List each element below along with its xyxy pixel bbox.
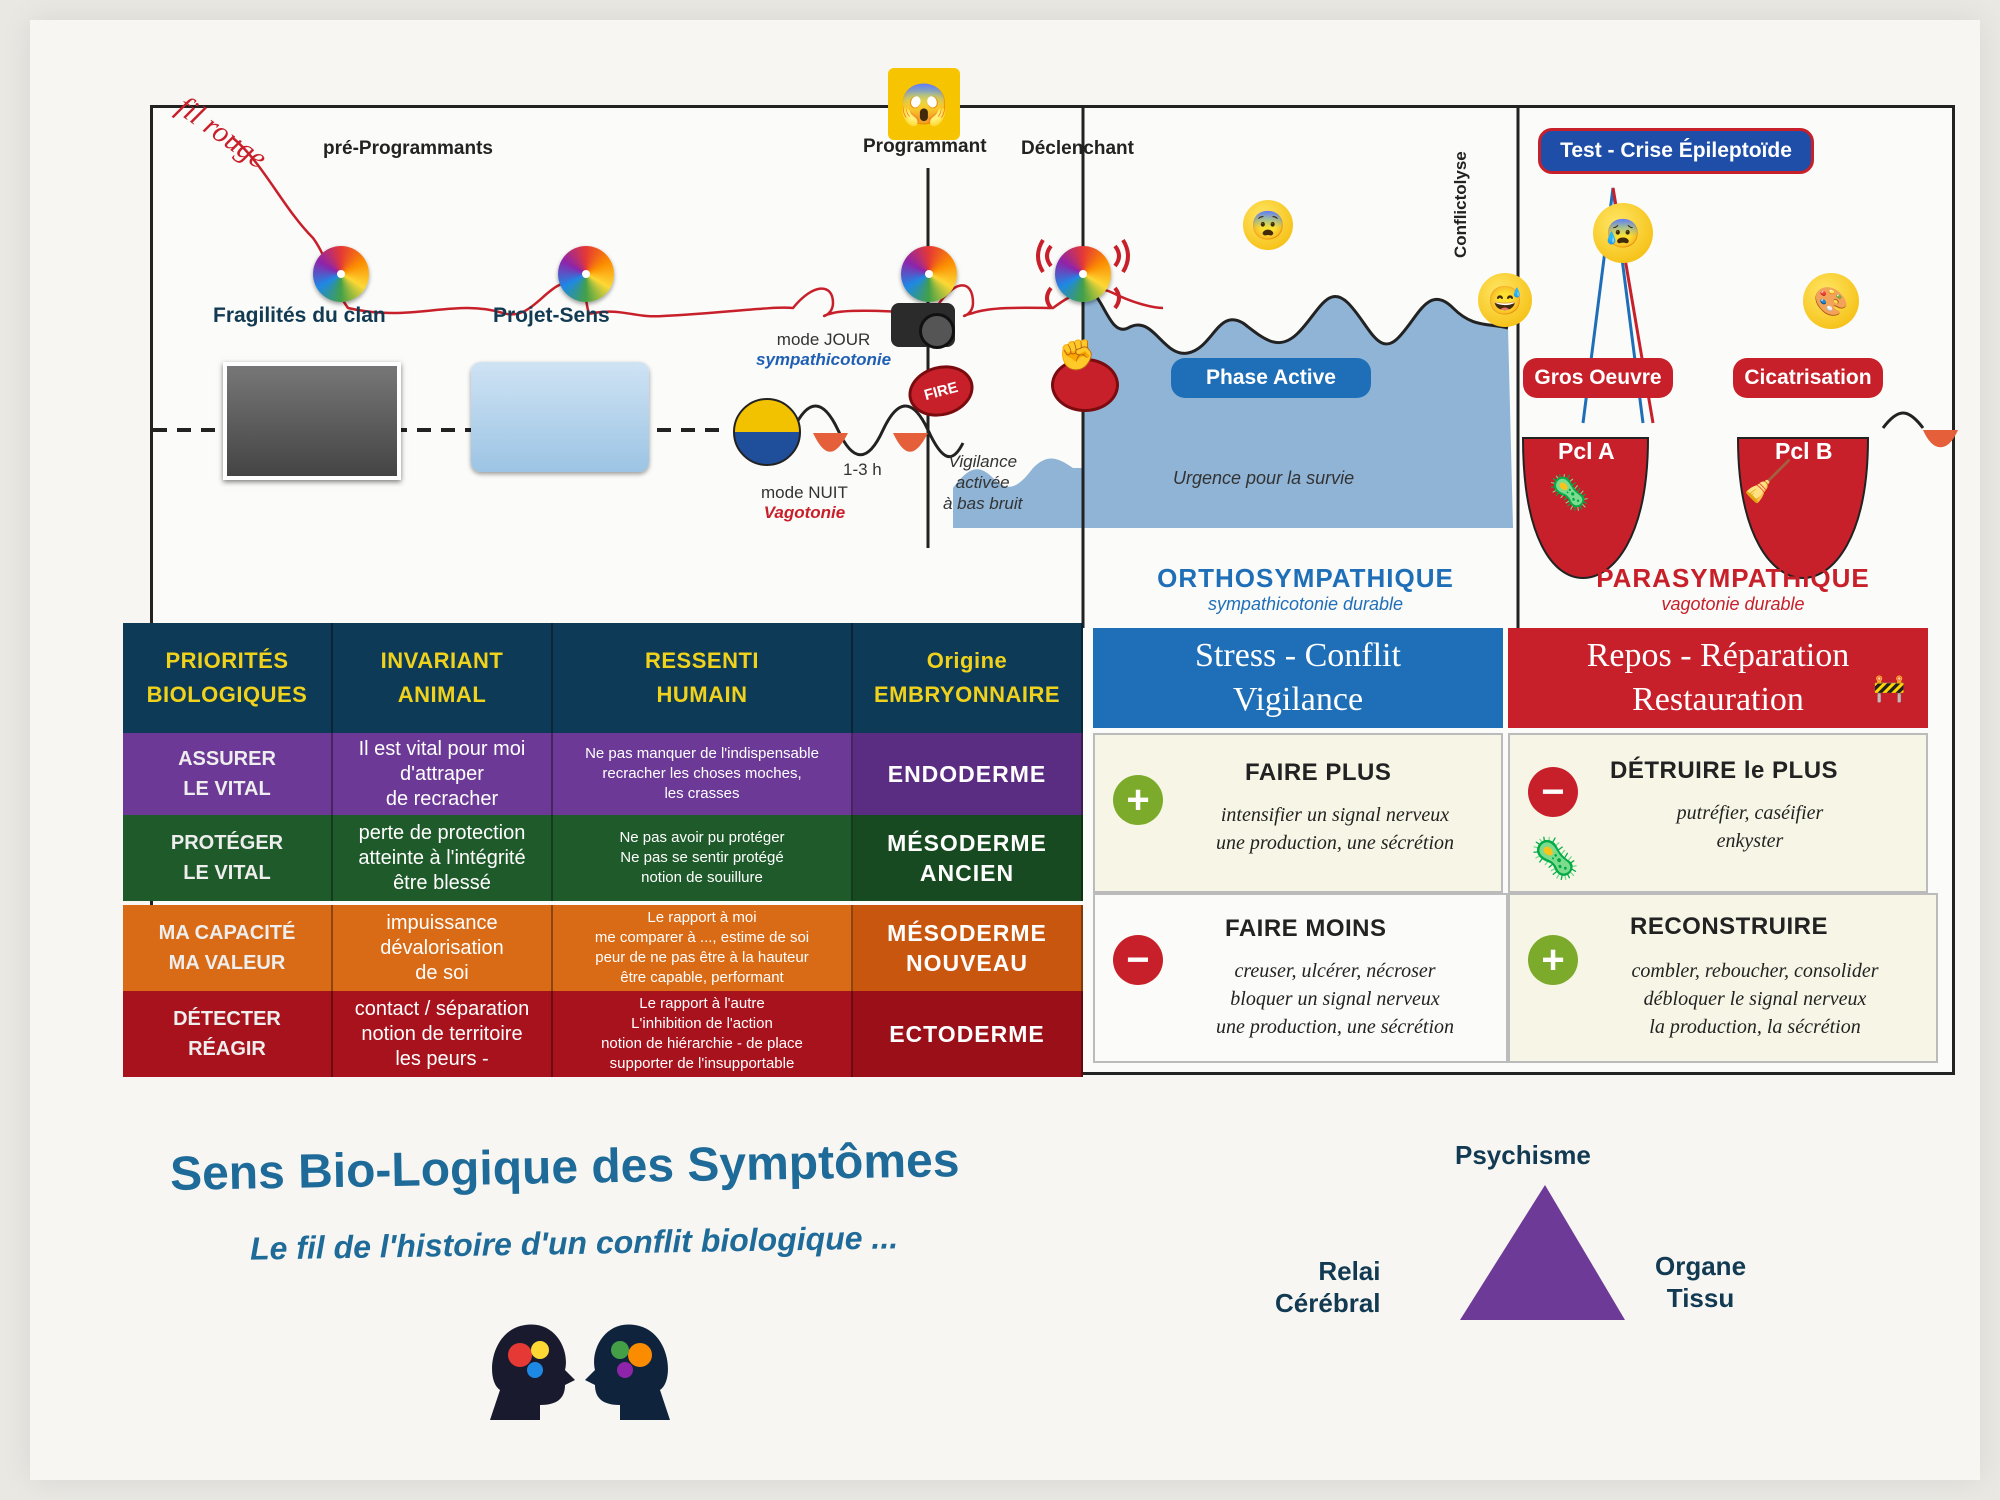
label-mode-jour: mode JOUR sympathicotonie [756,330,892,369]
sweeper-icon: 🧹 [1743,460,1793,504]
stress-banner: Stress - Conflit Vigilance [1093,628,1503,728]
header-invariant: INVARIANT ANIMAL [333,623,553,733]
detruire-title: DÉTRUIRE le PLUS [1610,757,1839,784]
orb-programmant-icon [901,246,957,302]
faire-plus-box: + FAIRE PLUS intensifier un signal nerve… [1093,733,1503,893]
pcl-a-basin [1521,437,1650,580]
yin-yang-icon [733,398,801,466]
detruire-box: − DÉTRUIRE le PLUS putréfier, caséifier … [1508,733,1928,893]
vagotonie-dips [813,433,928,452]
label-duree: 1-3 h [843,460,882,479]
row-assurer-c2: Il est vital pour moi d'attraper de recr… [333,733,553,815]
label-urgence: Urgence pour la survie [1173,468,1355,488]
label-mode-nuit: mode NUIT Vagotonie [761,483,848,522]
label-pcl-b: Pcl B [1775,438,1833,464]
ortho-title: ORTHOSYMPATHIQUE [1157,563,1454,593]
recovery-wave [1881,411,1925,429]
pill-phase-active: Phase Active [1171,358,1371,398]
fil-rouge-thread [232,137,1164,318]
row-proteger-c1: PROTÉGER LE VITAL [123,815,333,901]
triangle-top-label: Psychisme [1455,1140,1591,1170]
reconstruire-text: combler, reboucher, consolider débloquer… [1631,960,1879,1038]
row-capacite-c4: MÉSODERME NOUVEAU [853,905,1083,991]
active-phase-area [1083,288,1513,528]
germs-icon: 🦠 [1548,474,1591,512]
faire-plus-text: intensifier un signal nerveux une produc… [1215,804,1455,854]
recovery-dip [1923,430,1958,448]
para-block: PARASYMPATHIQUE vagotonie durable [1523,563,1943,615]
row-detecter-c2: contact / séparation notion de territoir… [333,991,553,1077]
row-detecter-c4: ECTODERME [853,991,1083,1077]
row-proteger-c2: perte de protection atteinte à l'intégri… [333,815,553,901]
camera-icon [891,303,955,349]
couple-illustration [471,362,649,472]
para-sub: vagotonie durable [1661,594,1805,614]
microbe-icon: 🦠 [1530,837,1580,881]
diagram-frame: fil rouge pré-Programmants Programmant D… [123,68,1958,1077]
row-capacite-c3: Le rapport à moi me comparer à ..., esti… [553,905,853,991]
faire-moins-title: FAIRE MOINS [1225,915,1387,942]
row-assurer-c1: ASSURER LE VITAL [123,733,333,815]
roadwork-icon: 🚧 [1873,673,1906,703]
family-photo [223,362,401,480]
priorities-table: PRIORITÉS BIOLOGIQUES INVARIANT ANIMAL R… [123,623,1083,1077]
label-declenchant: Déclenchant [1021,138,1134,159]
scared-emoji-icon: 😨 [1243,200,1293,250]
row-assurer-c4: ENDODERME [853,733,1083,815]
row-capacite-c1: MA CAPACITÉ MA VALEUR [123,905,333,991]
anxious-emoji-icon: 😰 [1593,203,1653,263]
label-pre-programmants: pré-Programmants [323,138,493,159]
faire-moins-text: creuser, ulcérer, nécroser bloquer un si… [1215,960,1455,1038]
header-priorites: PRIORITÉS BIOLOGIQUES [123,623,333,733]
fire-button-2 [1051,358,1119,412]
orb-projet-sens-icon [558,246,614,302]
reconstruire-box: + RECONSTRUIRE combler, reboucher, conso… [1508,893,1938,1063]
ortho-sub: sympathicotonie durable [1207,594,1404,614]
reconstruire-title: RECONSTRUIRE [1630,913,1829,940]
label-programmant: Programmant [863,136,987,157]
orb-declenchant-icon [1055,246,1111,302]
heads-illustration-icon [490,1324,670,1420]
row-proteger-c3: Ne pas avoir pu protéger Ne pas se senti… [553,815,853,901]
pill-gros-oeuvre: Gros Oeuvre [1523,358,1673,398]
repos-banner: Repos - Réparation Restauration [1508,628,1928,728]
header-origine: Origine EMBRYONNAIRE [853,623,1083,733]
label-conflictolyse: Conflictolyse [1451,151,1470,258]
para-title: PARASYMPATHIQUE [1596,563,1870,593]
minus-icon-2: − [1113,935,1163,985]
row-proteger-c4: MÉSODERME ANCIEN [853,815,1083,901]
timeline-svg [153,108,1958,628]
painter-emoji-icon: 🎨 [1803,273,1859,329]
label-projet-sens: Projet-Sens [493,304,610,327]
label-vigilance: Vigilance activée à bas bruit [943,452,1023,513]
minus-icon: − [1528,767,1578,817]
triangle-icon [1460,1185,1625,1320]
relief-emoji-icon: 😅 [1478,273,1532,327]
row-detecter-c3: Le rapport à l'autre L'inhibition de l'a… [553,991,853,1077]
triangle-right-label: Organe Tissu [1655,1251,1747,1313]
alarm-waves-icon [1036,238,1130,310]
baseline-wave [791,404,965,459]
faire-plus-title: FAIRE PLUS [1245,759,1392,786]
orb-fragilites-icon [313,246,369,302]
ortho-block: ORTHOSYMPATHIQUE sympathicotonie durable [1098,563,1513,615]
pcl-b-basin [1736,437,1870,580]
detruire-text: putréfier, caséifier enkyster [1676,802,1824,852]
alert-phase-area [953,458,1083,528]
row-capacite-c2: impuissance dévalorisation de soi [333,905,553,991]
label-pcl-a: Pcl A [1558,438,1615,464]
label-fragilites: Fragilités du clan [213,304,386,327]
plus-icon: + [1113,775,1163,825]
pill-test-crise: Test - Crise Épileptoïde [1538,128,1814,174]
row-assurer-c3: Ne pas manquer de l'indispensable recrac… [553,733,853,815]
plus-icon-2: + [1528,935,1578,985]
header-ressenti: RESSENTI HUMAIN [553,623,853,733]
pill-cicatrisation: Cicatrisation [1733,358,1883,398]
active-phase-wave [1082,286,1509,355]
row-detecter-c1: DÉTECTER RÉAGIR [123,991,333,1077]
faire-moins-box: − FAIRE MOINS creuser, ulcérer, nécroser… [1093,893,1508,1063]
programmant-avatar-icon: 😱 [888,68,960,140]
fist-icon: ✊ [1058,339,1096,372]
triangle-left-label: Relai Cérébral [1275,1256,1381,1318]
